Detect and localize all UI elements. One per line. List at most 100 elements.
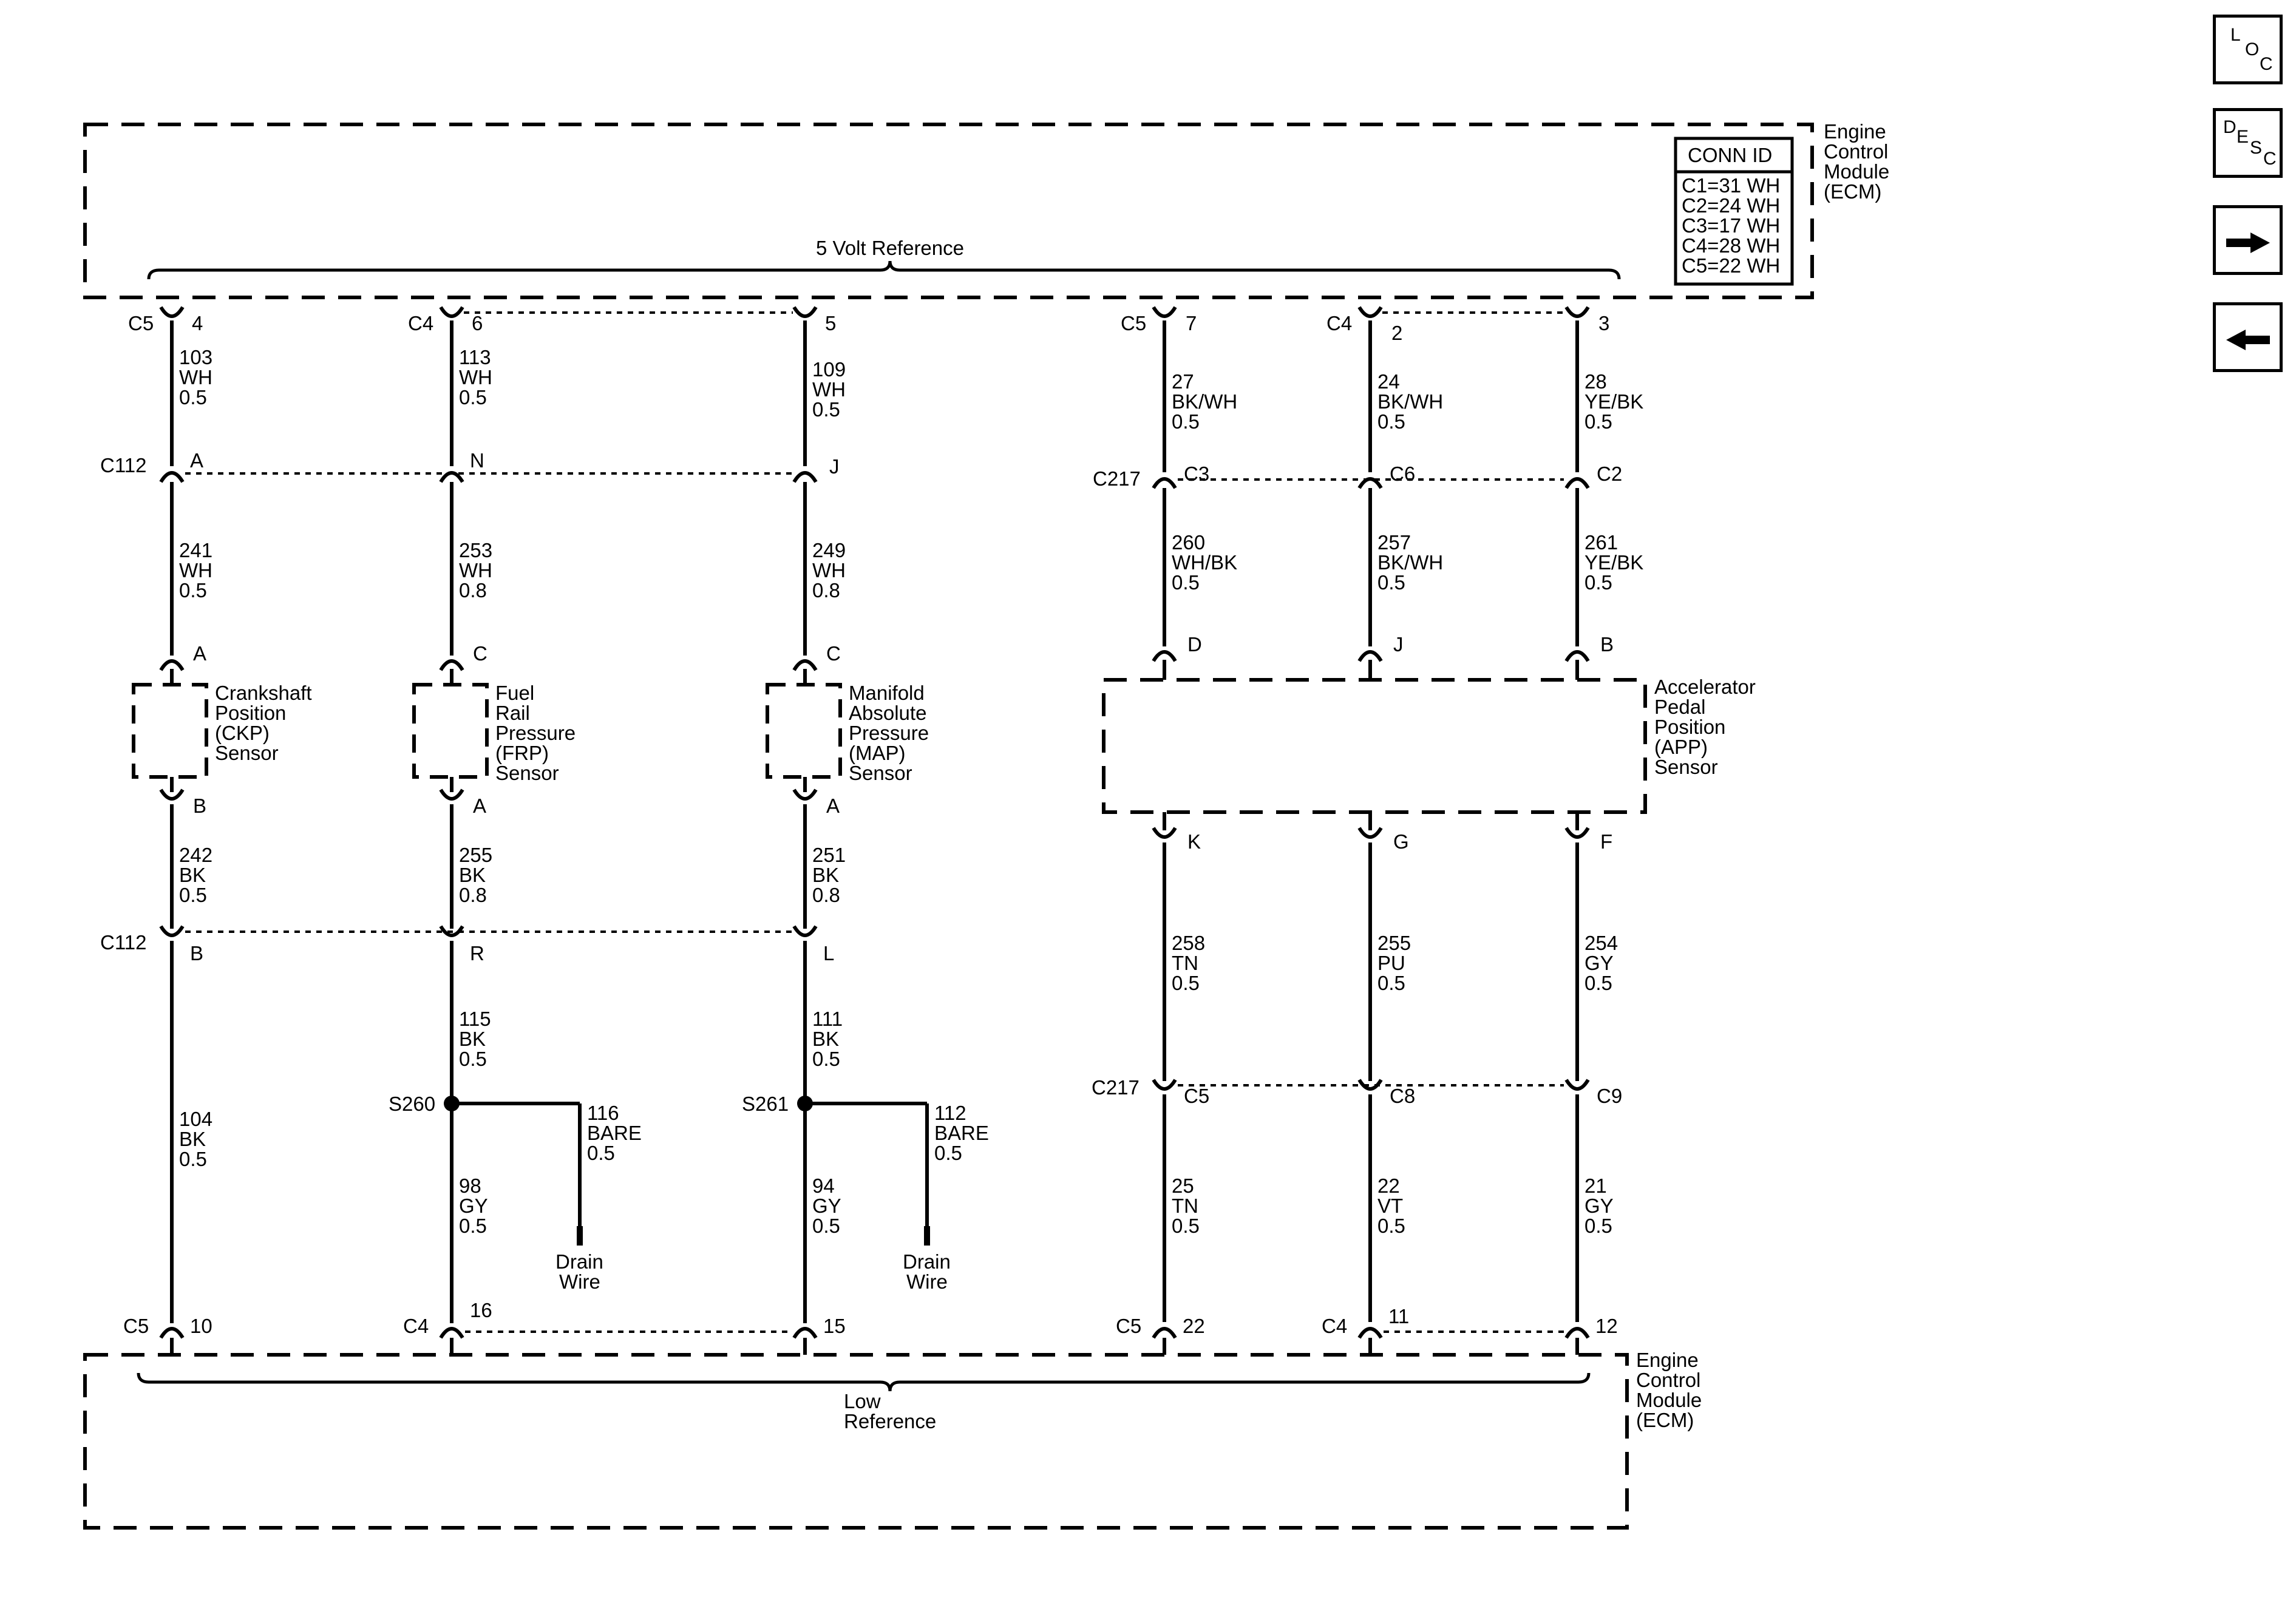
sensor-bottom-pin-right-2: G bbox=[1393, 830, 1409, 853]
c112-bottom-terminal-3 bbox=[792, 925, 818, 937]
ecm-bottom-conn-left-2: C4 bbox=[403, 1315, 429, 1337]
wire-label-left-ground-lower-3-line-2: GY bbox=[812, 1195, 841, 1217]
conn-id-row-4: C4=28 WH bbox=[1682, 234, 1780, 257]
splice-name-1: S260 bbox=[389, 1093, 435, 1115]
ecm-top-name-4: (ECM) bbox=[1824, 180, 1881, 203]
svg-text:Crankshaft: Crankshaft bbox=[215, 682, 312, 704]
wire-label-left-ground-upper-3-line-2: BK bbox=[812, 1028, 839, 1050]
c112-top-terminal-1 bbox=[159, 471, 185, 483]
wire-label-left-mid-2-line-1: 253 bbox=[459, 539, 492, 561]
conn-id-row-1: C1=31 WH bbox=[1682, 174, 1780, 197]
sensor-top-pin-left-1: A bbox=[193, 642, 206, 665]
ecm-top-pin-left-2: 6 bbox=[472, 312, 483, 334]
ecm-top-conn-right-2: C4 bbox=[1326, 312, 1352, 334]
svg-text:(MAP): (MAP) bbox=[849, 742, 906, 764]
ckp-sensor-label: Crankshaft Position (CKP) Sensor bbox=[215, 682, 312, 764]
wire-label-right-ground-1-line-1: 25 bbox=[1172, 1175, 1194, 1197]
wire-label-left-ground-upper-2-line-1: 115 bbox=[459, 1008, 491, 1030]
svg-text:(FRP): (FRP) bbox=[495, 742, 549, 764]
c112-bottom-pin-2: R bbox=[470, 942, 484, 964]
wire-label-right-lower-2-line-1: 255 bbox=[1377, 932, 1411, 954]
ecm-bottom-pin-left-1: 10 bbox=[190, 1315, 212, 1337]
drain-label-2-line-1: Drain bbox=[903, 1250, 951, 1273]
desc-button[interactable]: D E S C bbox=[2213, 108, 2283, 178]
svg-text:Rail: Rail bbox=[495, 702, 530, 724]
svg-text:Accelerator: Accelerator bbox=[1654, 676, 1756, 698]
ecm-bottom-terminal-right-3 bbox=[1564, 1327, 1590, 1339]
ecm-bottom-terminal-right-2 bbox=[1357, 1327, 1383, 1339]
wire-label-left-lower-1-line-3: 0.5 bbox=[179, 884, 207, 906]
drain-wire-label-2-line-2: BARE bbox=[934, 1122, 989, 1144]
wire-label-left-mid-3-line-2: WH bbox=[812, 559, 846, 581]
ecm-bottom-pin-right-2: 11 bbox=[1388, 1305, 1409, 1327]
wire-label-right-ground-2-line-2: VT bbox=[1377, 1195, 1403, 1217]
ecm-top-name-1: Engine bbox=[1824, 120, 1886, 143]
wire-label-right-ground-1-line-3: 0.5 bbox=[1172, 1215, 1200, 1237]
svg-text:Sensor: Sensor bbox=[1654, 756, 1718, 778]
desc-letter-s: S bbox=[2250, 138, 2263, 158]
c217-bottom-pin-2: C8 bbox=[1390, 1085, 1415, 1107]
drain-end-2 bbox=[924, 1226, 930, 1246]
wire-label-left-ground-1-line-3: 0.5 bbox=[179, 1148, 207, 1170]
conn-id-row-5: C5=22 WH bbox=[1682, 254, 1780, 277]
conn-id-row-2: C2=24 WH bbox=[1682, 194, 1780, 217]
wire-label-right-lower-1-line-2: TN bbox=[1172, 952, 1198, 974]
ecm-bottom-terminal-left-3 bbox=[792, 1327, 818, 1339]
c217-top-pin-2: C6 bbox=[1390, 463, 1415, 485]
app-sensor-label: Accelerator Pedal Position (APP) Sensor bbox=[1654, 676, 1756, 778]
ecm-bottom-name-1: Engine bbox=[1636, 1349, 1699, 1371]
ecm-top-name-3: Module bbox=[1824, 160, 1889, 183]
back-button[interactable] bbox=[2213, 302, 2283, 372]
desc-letter-c: C bbox=[2263, 149, 2277, 169]
ecm-bottom-pin-left-3: 15 bbox=[823, 1315, 846, 1337]
sensor-top-terminal-right-1 bbox=[1152, 650, 1177, 662]
low-reference-bus-brace bbox=[137, 1372, 1591, 1392]
c217-top-pin-1: C3 bbox=[1184, 463, 1209, 485]
desc-letter-e: E bbox=[2237, 127, 2249, 147]
ecm-top-pin-right-3: 3 bbox=[1598, 312, 1609, 334]
drain-wire-label-2-line-1: 112 bbox=[934, 1102, 966, 1124]
forward-button[interactable] bbox=[2213, 205, 2283, 275]
ecm-bottom-name-4: (ECM) bbox=[1636, 1409, 1694, 1431]
wire-label-right-mid-2-line-1: 257 bbox=[1377, 531, 1411, 554]
wire-label-left-ground-lower-2-line-1: 98 bbox=[459, 1175, 481, 1197]
sensor-bottom-pin-left-3: A bbox=[826, 795, 840, 817]
ecm-top-conn-right-1: C5 bbox=[1121, 312, 1146, 334]
bus-label-5v: 5 Volt Reference bbox=[816, 237, 964, 259]
wire-label-right-lower-3-line-1: 254 bbox=[1584, 932, 1618, 954]
svg-text:Manifold: Manifold bbox=[849, 682, 925, 704]
wire-label-left-ground-upper-3-line-1: 111 bbox=[812, 1008, 843, 1030]
wire-label-left-upper-2-line-1: 113 bbox=[459, 346, 491, 368]
wire-label-right-ground-3-line-1: 21 bbox=[1584, 1175, 1607, 1197]
wire-label-right-mid-3-line-2: YE/BK bbox=[1584, 551, 1643, 574]
c112-top-pin-2: N bbox=[470, 449, 484, 472]
wire-label-left-ground-lower-3-line-1: 94 bbox=[812, 1175, 835, 1197]
ecm-bottom: Engine Control Module (ECM) Low Referenc… bbox=[83, 1349, 1702, 1530]
loc-letter-c: C bbox=[2260, 54, 2273, 74]
ecm-bottom-pin-right-3: 12 bbox=[1595, 1315, 1618, 1337]
c112-bottom-terminal-2 bbox=[439, 925, 464, 937]
wire-label-right-upper-1-line-1: 27 bbox=[1172, 370, 1194, 393]
c217-top-terminal-2 bbox=[1357, 477, 1383, 489]
loc-letter-o: O bbox=[2245, 39, 2260, 59]
ecm-bottom-terminal-left-2 bbox=[439, 1327, 464, 1339]
c217-bottom-terminal-2 bbox=[1357, 1079, 1383, 1091]
sensor-bottom-terminal-right-1 bbox=[1152, 827, 1177, 839]
drain-label-1-line-2: Wire bbox=[559, 1270, 600, 1293]
frp-sensor-label: Fuel Rail Pressure (FRP) Sensor bbox=[495, 682, 576, 784]
ecm-top-pin-left-1: 4 bbox=[192, 312, 203, 334]
wire-label-left-mid-1-line-1: 241 bbox=[179, 539, 212, 561]
wire-label-left-mid-3-line-3: 0.8 bbox=[812, 579, 840, 602]
c217-bottom-pin-1: C5 bbox=[1184, 1085, 1209, 1107]
svg-text:(APP): (APP) bbox=[1654, 736, 1708, 758]
wire-label-left-lower-3-line-2: BK bbox=[812, 864, 839, 886]
svg-text:Pressure: Pressure bbox=[849, 722, 929, 744]
loc-button[interactable]: L O C bbox=[2213, 15, 2283, 84]
sensor-bottom-pin-left-1: B bbox=[193, 795, 206, 817]
c217-bottom-terminal-3 bbox=[1564, 1079, 1590, 1091]
wire-label-right-ground-2-line-3: 0.5 bbox=[1377, 1215, 1405, 1237]
wire-label-left-mid-1-line-2: WH bbox=[179, 559, 212, 581]
svg-text:Pressure: Pressure bbox=[495, 722, 576, 744]
wire-label-left-upper-2-line-2: WH bbox=[459, 366, 492, 388]
ecm-top-pin-left-3: 5 bbox=[825, 312, 836, 334]
